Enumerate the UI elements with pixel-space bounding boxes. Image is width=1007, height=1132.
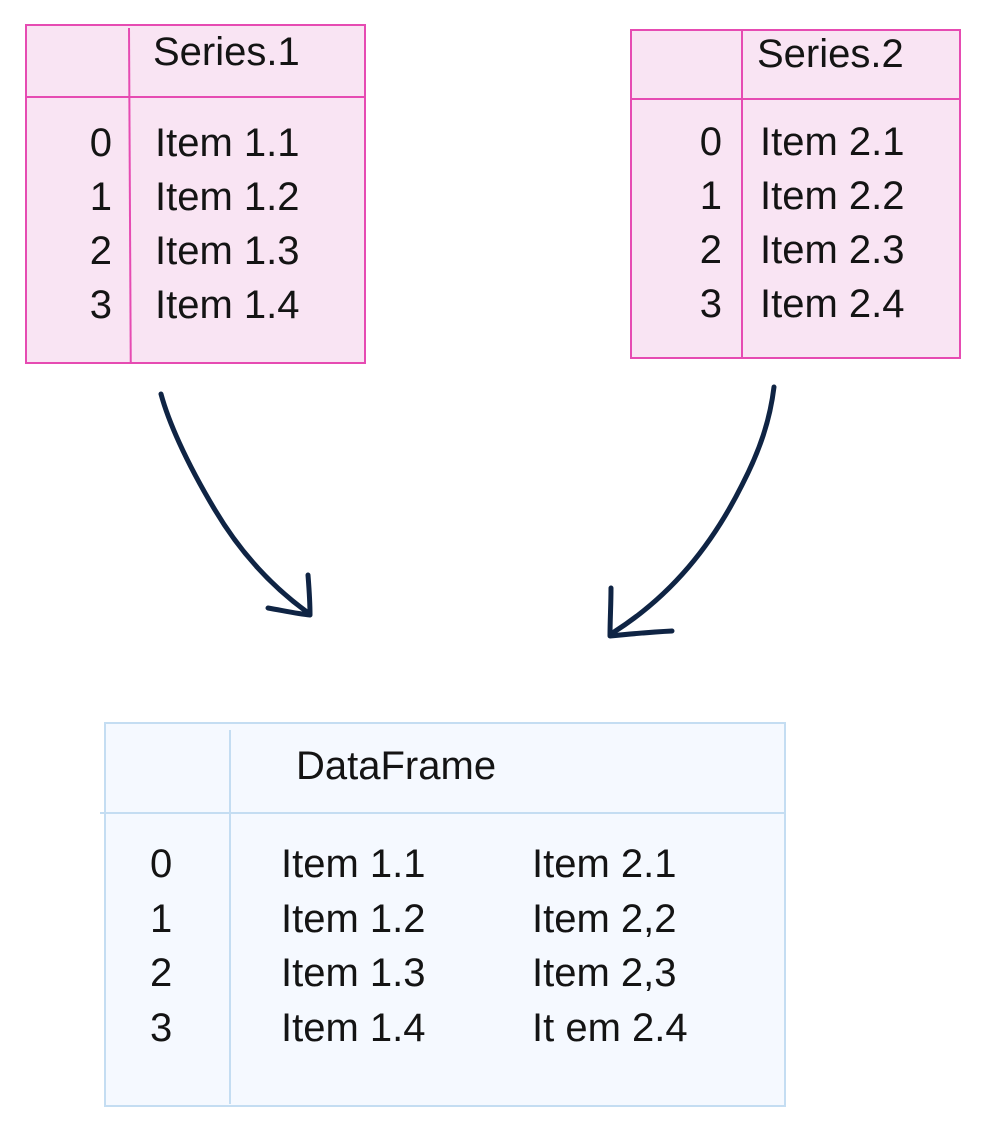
dataframe-cell-2-1: Item 1.3 [281, 951, 426, 995]
series-1-index-divider [128, 27, 132, 365]
dataframe-index-column: 0 1 2 3 [150, 837, 172, 1055]
series-1-index-1: 1 [89, 175, 112, 219]
dataframe-index-1: 1 [150, 896, 173, 941]
series-1-value-1: Item 1.2 [155, 175, 300, 219]
series-2-value-column: Item 2.1 Item 2.2 Item 2.3 Item 2.4 [760, 115, 905, 331]
left-arrow-head [265, 572, 313, 618]
series-2-index-column: 0 1 2 3 [682, 115, 722, 331]
series-2-value-1: Item 2.2 [760, 174, 905, 218]
dataframe-index-2: 2 [150, 951, 173, 995]
dataframe-title: DataFrame [296, 744, 497, 788]
series-2-index-2: 2 [699, 228, 722, 272]
dataframe-cell-0-1: Item 1.1 [281, 842, 426, 886]
right-arrow-icon [607, 384, 777, 639]
series-2-index-1: 1 [699, 174, 722, 218]
series-2-header-divider [632, 98, 961, 100]
series-2-index-divider [741, 31, 743, 359]
series-2-value-2: Item 2.3 [760, 228, 905, 272]
series-2-title: Series.2 [757, 32, 904, 76]
series-2-value-3: Item 2.4 [760, 282, 905, 326]
series-1-value-2: Item 1.3 [155, 229, 300, 273]
right-arrow-head [607, 585, 675, 639]
dataframe-cell-2-2: Item 2,3 [532, 951, 677, 995]
series-1-title: Series.1 [153, 30, 300, 74]
series-1-value-0: Item 1.1 [155, 121, 300, 165]
right-arrow-shaft [611, 384, 777, 635]
series-1-value-column: Item 1.1 Item 1.2 Item 1.3 Item 1.4 [155, 116, 300, 332]
series-1-index-2: 2 [89, 229, 112, 273]
dataframe-table: DataFrame 0 1 2 3 Item 1.1 Item 1.2 Item… [100, 722, 786, 1107]
dataframe-cell-1-1: Item 1.2 [281, 896, 426, 941]
series-1-index-0: 0 [89, 121, 112, 165]
series-1-header-divider [25, 96, 364, 98]
series-1-index-3: 3 [89, 283, 112, 327]
series-1-index-column: 0 1 2 3 [72, 116, 112, 332]
series-1-table: Series.1 0 1 2 3 Item 1.1 Item 1.2 Item … [25, 24, 366, 365]
left-arrow-shaft [158, 391, 310, 615]
dataframe-header-divider [100, 812, 784, 814]
series-2-table: Series.2 0 1 2 3 Item 2.1 Item 2.2 Item … [630, 29, 961, 359]
series-2-index-0: 0 [699, 120, 722, 164]
dataframe-column-1: Item 1.1 Item 1.2 Item 1.3 Item 1.4 [281, 837, 426, 1055]
dataframe-cell-1-2: Item 2,2 [532, 896, 677, 941]
dataframe-index-0: 0 [150, 842, 173, 886]
series-1-value-3: Item 1.4 [155, 283, 300, 327]
dataframe-column-2: Item 2.1 Item 2,2 Item 2,3 It em 2.4 [532, 837, 688, 1055]
dataframe-index-divider [229, 730, 231, 1104]
series-2-value-0: Item 2.1 [760, 120, 905, 164]
dataframe-cell-3-2: It em 2.4 [532, 1005, 688, 1050]
left-arrow-icon [158, 391, 313, 618]
dataframe-index-3: 3 [150, 1005, 173, 1050]
dataframe-cell-3-1: Item 1.4 [281, 1005, 426, 1050]
series-2-index-3: 3 [699, 282, 722, 326]
dataframe-cell-0-2: Item 2.1 [532, 842, 677, 886]
